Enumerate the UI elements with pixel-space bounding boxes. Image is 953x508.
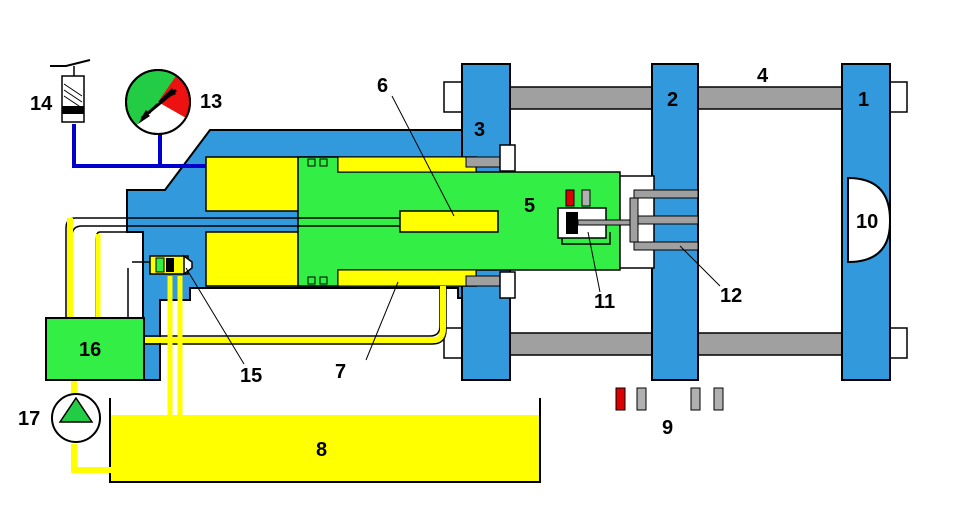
pump-triangle-icon [58,396,94,423]
label-4: 4 [757,65,769,87]
gauge-white-zone [136,102,186,135]
label-10: 10 [856,211,878,233]
guide-stub [465,275,501,287]
mold-half [847,176,891,264]
tie-bar-nut [443,327,463,359]
label-16: 16 [79,339,101,361]
solenoid-valve-icon [50,59,91,123]
limit-switch-grey [581,189,591,207]
pilot-lines [72,124,206,168]
label-15: 15 [240,365,262,387]
leader-lines [185,95,721,365]
piston-bore [337,269,477,287]
tie-bar-nut [888,81,908,113]
position-sensors [615,387,724,411]
oil-pipes [65,217,447,473]
piston-seals [307,158,328,285]
label-14: 14 [30,93,53,115]
pressure-gauge [125,69,191,135]
label-12: 12 [720,285,742,307]
label-2: 2 [667,89,678,111]
label-8: 8 [316,439,327,461]
label-13: 13 [200,91,222,113]
tie-bar-nut [443,81,463,113]
center-rod [399,210,499,233]
gauge-red-zone [158,76,191,118]
label-9: 9 [662,417,673,439]
label-5: 5 [524,195,535,217]
ejector-cylinder [557,207,631,245]
part-labels: 1 2 3 4 5 6 7 8 9 10 11 12 13 14 15 16 1… [18,65,878,461]
label-1: 1 [858,89,869,111]
ejector-rods [629,189,699,251]
label-3: 3 [474,119,485,141]
control-valve-block [45,317,145,381]
guide-stub [465,156,501,168]
label-6: 6 [377,75,388,97]
guide-block [499,271,516,299]
label-7: 7 [335,361,346,383]
label-11: 11 [594,291,615,313]
label-17: 17 [18,408,40,430]
limit-switch-red [565,189,575,207]
tie-bar-nut [888,327,908,359]
piston-bore [337,156,477,173]
guide-block [499,144,516,172]
pump [51,393,101,443]
check-valve [149,254,193,276]
